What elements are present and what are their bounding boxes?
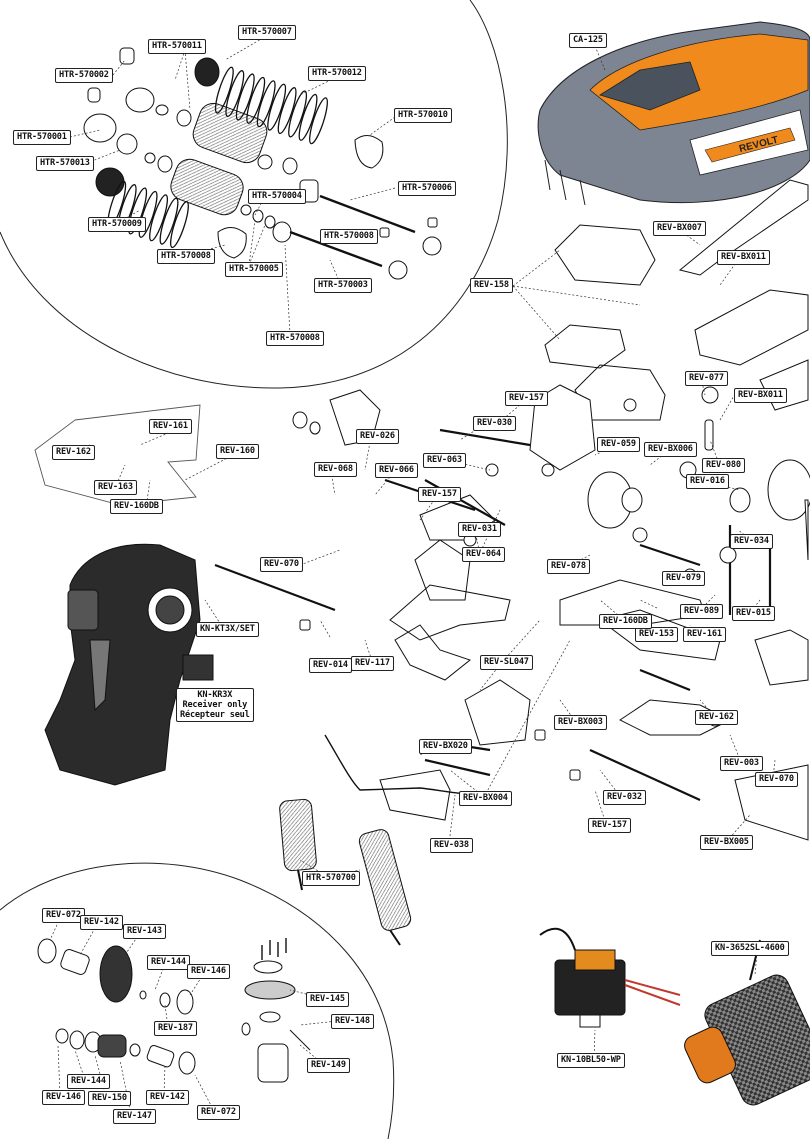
- label-rev-016: REV-016: [686, 474, 729, 489]
- label-rev-146-a: REV-146: [187, 964, 230, 979]
- label-rev-158: REV-158: [470, 278, 513, 293]
- label-rev-030: REV-030: [473, 416, 516, 431]
- label-rev-143: REV-143: [123, 924, 166, 939]
- label-rev-bx007: REV-BX007: [653, 221, 706, 236]
- label-htr-570004: HTR-570004: [248, 189, 306, 204]
- gearbox-detail-circle: [0, 862, 395, 1139]
- label-rev-072-a: REV-072: [42, 908, 85, 923]
- label-htr-570001: HTR-570001: [13, 130, 71, 145]
- transmitter: [44, 543, 201, 786]
- label-rev-059: REV-059: [597, 437, 640, 452]
- label-rev-072-b: REV-072: [197, 1105, 240, 1120]
- label-rev-142-a: REV-142: [80, 915, 123, 930]
- label-rev-bx003: REV-BX003: [554, 715, 607, 730]
- label-rev-031: REV-031: [458, 522, 501, 537]
- receiver: [182, 654, 214, 681]
- label-rev-157-b: REV-157: [418, 487, 461, 502]
- label-rev-150: REV-150: [88, 1091, 131, 1106]
- label-rev-032: REV-032: [603, 790, 646, 805]
- label-htr-570700: HTR-570700: [302, 871, 360, 886]
- label-rev-147: REV-147: [113, 1109, 156, 1124]
- label-htr-570011: HTR-570011: [148, 39, 206, 54]
- label-rev-149: REV-149: [307, 1058, 350, 1073]
- label-rev-162-a: REV-162: [52, 445, 95, 460]
- label-rev-160: REV-160: [216, 444, 259, 459]
- assembled-shocks: [279, 798, 412, 946]
- label-rev-117: REV-117: [351, 656, 394, 671]
- label-ca-125: CA-125: [569, 33, 607, 48]
- label-rev-sl047: REV-SL047: [480, 655, 533, 670]
- label-rev-148: REV-148: [331, 1014, 374, 1029]
- label-rev-160db-a: REV-160DB: [110, 499, 163, 514]
- label-rev-078: REV-078: [547, 559, 590, 574]
- label-rev-157-c: REV-157: [588, 818, 631, 833]
- label-rev-145: REV-145: [306, 992, 349, 1007]
- label-rev-064: REV-064: [462, 547, 505, 562]
- label-rev-038: REV-038: [430, 838, 473, 853]
- label-htr-570010: HTR-570010: [394, 108, 452, 123]
- label-rev-142-b: REV-142: [146, 1090, 189, 1105]
- motor: [684, 939, 810, 1106]
- label-kn-3652sl-4600: KN-3652SL-4600: [711, 941, 789, 956]
- label-rev-068: REV-068: [314, 462, 357, 477]
- label-rev-063: REV-063: [423, 453, 466, 468]
- label-rev-080: REV-080: [702, 458, 745, 473]
- label-rev-034: REV-034: [730, 534, 773, 549]
- label-rev-070-a: REV-070: [260, 557, 303, 572]
- label-htr-570005: HTR-570005: [225, 262, 283, 277]
- servo-saver-outline: [34, 404, 201, 506]
- shock-detail-circle: [0, 0, 508, 389]
- label-rev-bx011-a: REV-BX011: [717, 250, 770, 265]
- chassis-parts: [329, 179, 810, 841]
- label-rev-077: REV-077: [685, 371, 728, 386]
- label-rev-015: REV-015: [732, 606, 775, 621]
- label-rev-026: REV-026: [356, 429, 399, 444]
- label-rev-bx011-b: REV-BX011: [734, 388, 787, 403]
- label-rev-162-b: REV-162: [695, 710, 738, 725]
- esc: [539, 927, 681, 1028]
- label-rev-003: REV-003: [720, 756, 763, 771]
- label-kn-kt3x: KN-KT3X/SET: [196, 622, 259, 637]
- label-htr-570008-b: HTR-570008: [157, 249, 215, 264]
- label-rev-bx006: REV-BX006: [644, 442, 697, 457]
- label-rev-161-a: REV-161: [149, 419, 192, 434]
- label-rev-160db-b: REV-160DB: [599, 614, 652, 629]
- label-htr-570007: HTR-570007: [238, 25, 296, 40]
- label-rev-161-b: REV-161: [683, 627, 726, 642]
- label-htr-570008-a: HTR-570008: [320, 229, 378, 244]
- label-rev-187: REV-187: [154, 1021, 197, 1036]
- label-rev-bx020: REV-BX020: [419, 739, 472, 754]
- shock-parts: [83, 47, 442, 280]
- label-htr-570003: HTR-570003: [314, 278, 372, 293]
- label-rev-163: REV-163: [94, 480, 137, 495]
- label-rev-157-a: REV-157: [505, 391, 548, 406]
- label-htr-570012: HTR-570012: [308, 66, 366, 81]
- label-rev-089: REV-089: [680, 604, 723, 619]
- label-rev-079: REV-079: [662, 571, 705, 586]
- label-rev-bx004: REV-BX004: [459, 791, 512, 806]
- label-rev-144-a: REV-144: [147, 955, 190, 970]
- label-kn-kr3x: KN-KR3X Receiver only Récepteur seul: [176, 688, 254, 722]
- body-shell: REVOLT: [537, 21, 810, 206]
- label-htr-570008-c: HTR-570008: [266, 331, 324, 346]
- label-htr-570009: HTR-570009: [88, 217, 146, 232]
- gearbox-screws: [261, 938, 287, 960]
- label-htr-570002: HTR-570002: [55, 68, 113, 83]
- label-rev-bx005: REV-BX005: [700, 835, 753, 850]
- gearbox-parts: [37, 938, 311, 1083]
- label-htr-570006: HTR-570006: [398, 181, 456, 196]
- label-rev-144-b: REV-144: [67, 1074, 110, 1089]
- label-rev-146-b: REV-146: [42, 1090, 85, 1105]
- label-rev-153: REV-153: [635, 627, 678, 642]
- label-rev-014: REV-014: [309, 658, 352, 673]
- label-rev-066: REV-066: [375, 463, 418, 478]
- label-rev-070-b: REV-070: [755, 772, 798, 787]
- label-htr-570013: HTR-570013: [36, 156, 94, 171]
- label-kn-10bl50-wp: KN-10BL50-WP: [557, 1053, 625, 1068]
